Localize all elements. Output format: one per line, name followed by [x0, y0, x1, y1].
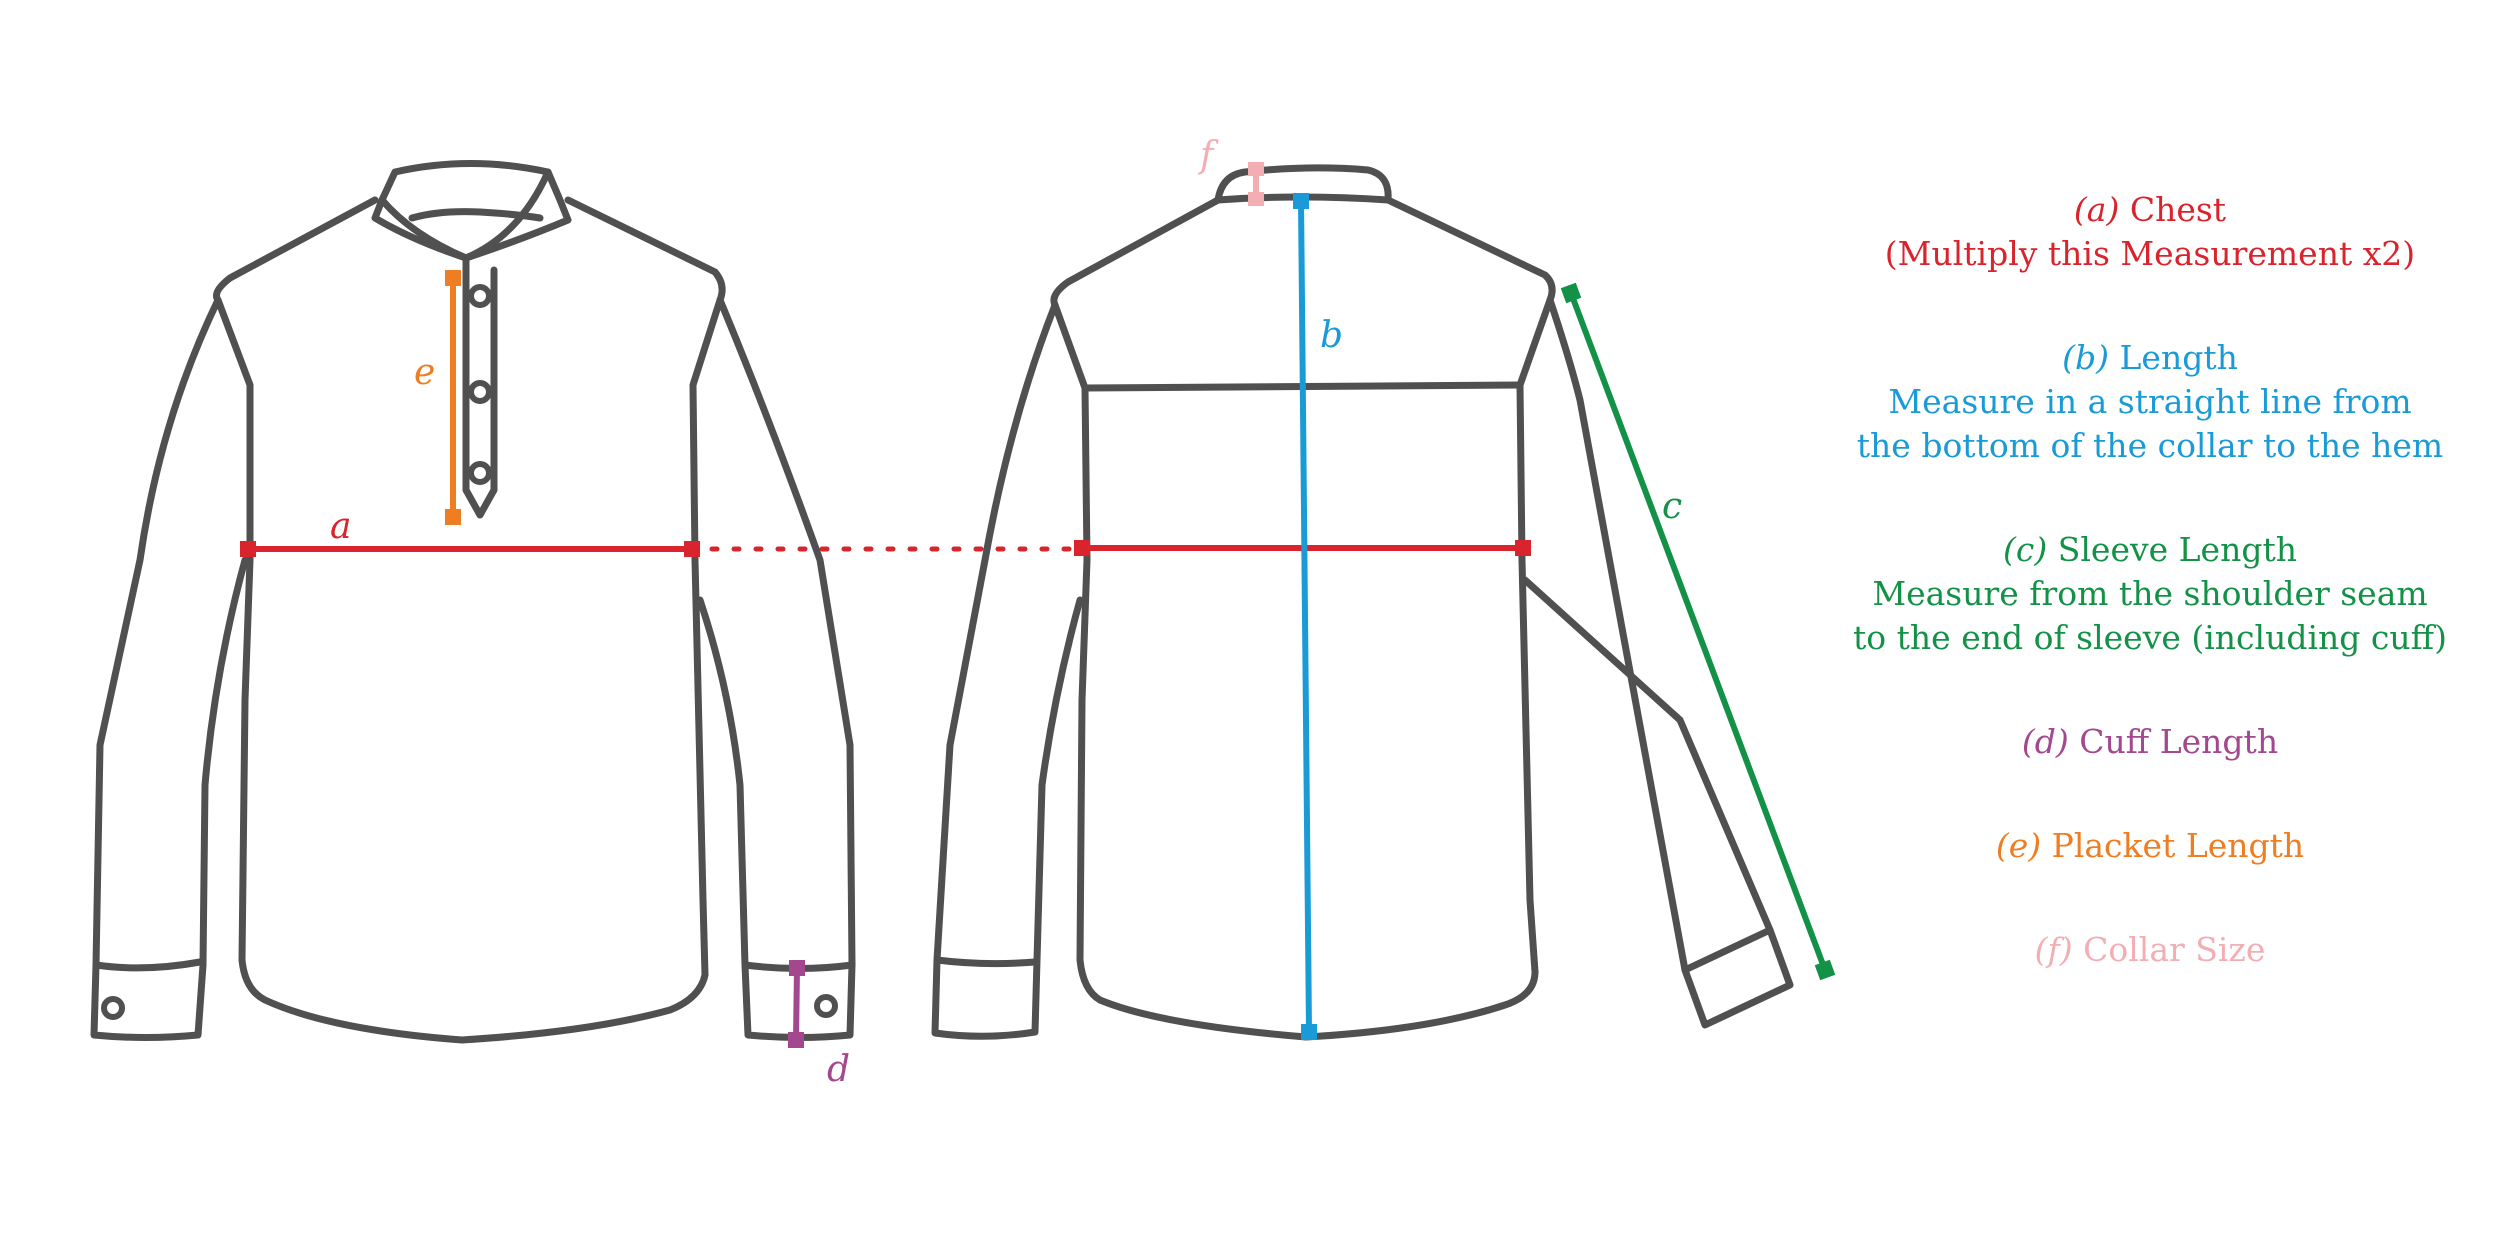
- back-left-cuff-seam: [933, 956, 1039, 968]
- placket-letter: e: [414, 352, 435, 393]
- front-button-1-icon: [468, 284, 492, 308]
- measurement-legend: (a) Chest (Multiply this Measurement x2)…: [1800, 188, 2500, 1032]
- legend-length: (b) Length Measure in a straight line fr…: [1800, 336, 2500, 468]
- legend-sleeve: (c) Sleeve Length Measure from the shoul…: [1800, 528, 2500, 660]
- front-collar-band: [378, 168, 552, 262]
- legend-cuff: (d) Cuff Length: [1800, 720, 2500, 764]
- legend-sleeve-title: Sleeve Length: [2057, 530, 2297, 569]
- legend-cuff-tag: (d): [2021, 722, 2069, 761]
- front-body: [213, 196, 726, 1044]
- back-right-cuff-seam: [1681, 926, 1774, 974]
- back-collar: [1214, 164, 1392, 204]
- shirt-back-icon: [931, 164, 1794, 1041]
- length-letter: b: [1320, 315, 1343, 356]
- legend-collar-title: Collar Size: [2083, 930, 2266, 969]
- legend-length-title: Length: [2119, 338, 2238, 377]
- cuff-measure: [788, 960, 805, 1048]
- legend-cuff-title: Cuff Length: [2079, 722, 2279, 761]
- legend-sleeve-tag: (c): [2003, 530, 2048, 569]
- legend-chest-tag: (a): [2073, 190, 2120, 229]
- legend-length-tag: (b): [2062, 338, 2110, 377]
- front-right-sleeve: [696, 296, 856, 1041]
- legend-sleeve-line-2: to the end of sleeve (including cuff): [1853, 618, 2447, 657]
- legend-collar: (f) Collar Size: [1800, 928, 2500, 972]
- placket-measure: [445, 270, 461, 525]
- front-left-cuff-seam: [92, 958, 204, 972]
- legend-length-line-1: Measure in a straight line from: [1888, 382, 2412, 421]
- front-left-sleeve: [90, 296, 249, 1041]
- front-right-cuff-button-icon: [814, 994, 838, 1018]
- sleeve-letter: c: [1662, 486, 1682, 527]
- legend-chest-title: Chest: [2129, 190, 2227, 229]
- sleeve-measure: [1560, 282, 1836, 981]
- cuff-letter: d: [827, 1049, 850, 1090]
- back-left-sleeve: [931, 301, 1084, 1040]
- back-right-sleeve: [1521, 296, 1794, 1029]
- collar-letter: f: [1197, 135, 1219, 176]
- shirt-front-icon: [90, 160, 856, 1044]
- front-left-cuff-button-icon: [101, 996, 125, 1020]
- front-collar: [371, 160, 572, 262]
- legend-placket-title: Placket Length: [2051, 826, 2305, 865]
- chest-letter: a: [330, 506, 351, 547]
- legend-length-line-2: the bottom of the collar to the hem: [1856, 426, 2444, 465]
- legend-placket: (e) Placket Length: [1800, 824, 2500, 868]
- legend-placket-tag: (e): [1995, 826, 2042, 865]
- collar-measure: [1248, 162, 1264, 206]
- chest-measure-front: [240, 541, 700, 557]
- front-button-3-icon: [468, 461, 492, 485]
- legend-chest: (a) Chest (Multiply this Measurement x2): [1800, 188, 2500, 276]
- legend-sleeve-line-1: Measure from the shoulder seam: [1872, 574, 2428, 613]
- legend-chest-line-1: (Multiply this Measurement x2): [1884, 234, 2416, 273]
- front-collar-inner: [408, 208, 544, 222]
- front-placket: [462, 254, 498, 519]
- front-button-2-icon: [468, 380, 492, 404]
- legend-collar-tag: (f): [2034, 930, 2073, 969]
- length-measure: [1293, 193, 1317, 1040]
